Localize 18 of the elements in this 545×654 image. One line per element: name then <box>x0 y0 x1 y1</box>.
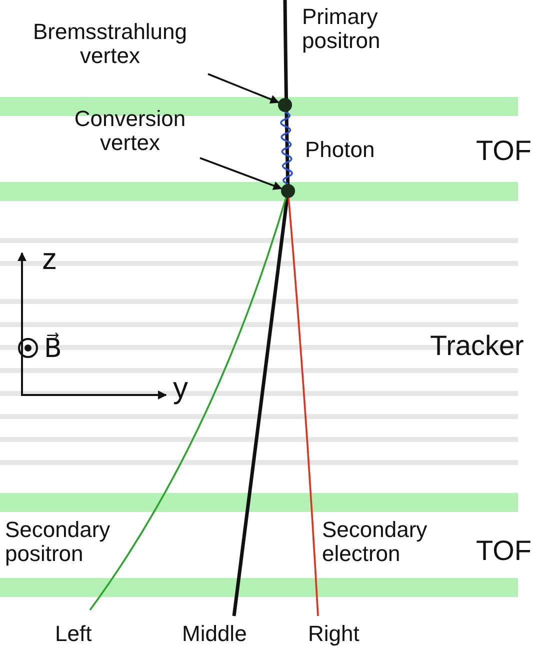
axis-label: y <box>173 372 189 406</box>
detector-label: TOF <box>476 135 532 167</box>
callout-text: Bremsstrahlung vertex <box>10 20 210 68</box>
detector-label: TOF <box>476 535 532 567</box>
callout-text: Conversion vertex <box>65 107 195 155</box>
track-label: Right <box>308 622 360 646</box>
field-label: B⃗ <box>44 334 63 364</box>
detector-label: Tracker <box>430 330 525 362</box>
leader-line <box>208 73 280 104</box>
photon-wave <box>280 111 293 185</box>
track-label: Photon <box>305 138 376 162</box>
track-label: Primary positron <box>302 5 382 53</box>
track-label: Secondary positron <box>5 518 112 566</box>
track-label: Middle <box>182 622 248 646</box>
track-label: Left <box>55 622 93 646</box>
track-label: Secondary electron <box>322 518 428 566</box>
axis-label: z <box>42 243 58 277</box>
leader-line <box>200 157 282 190</box>
